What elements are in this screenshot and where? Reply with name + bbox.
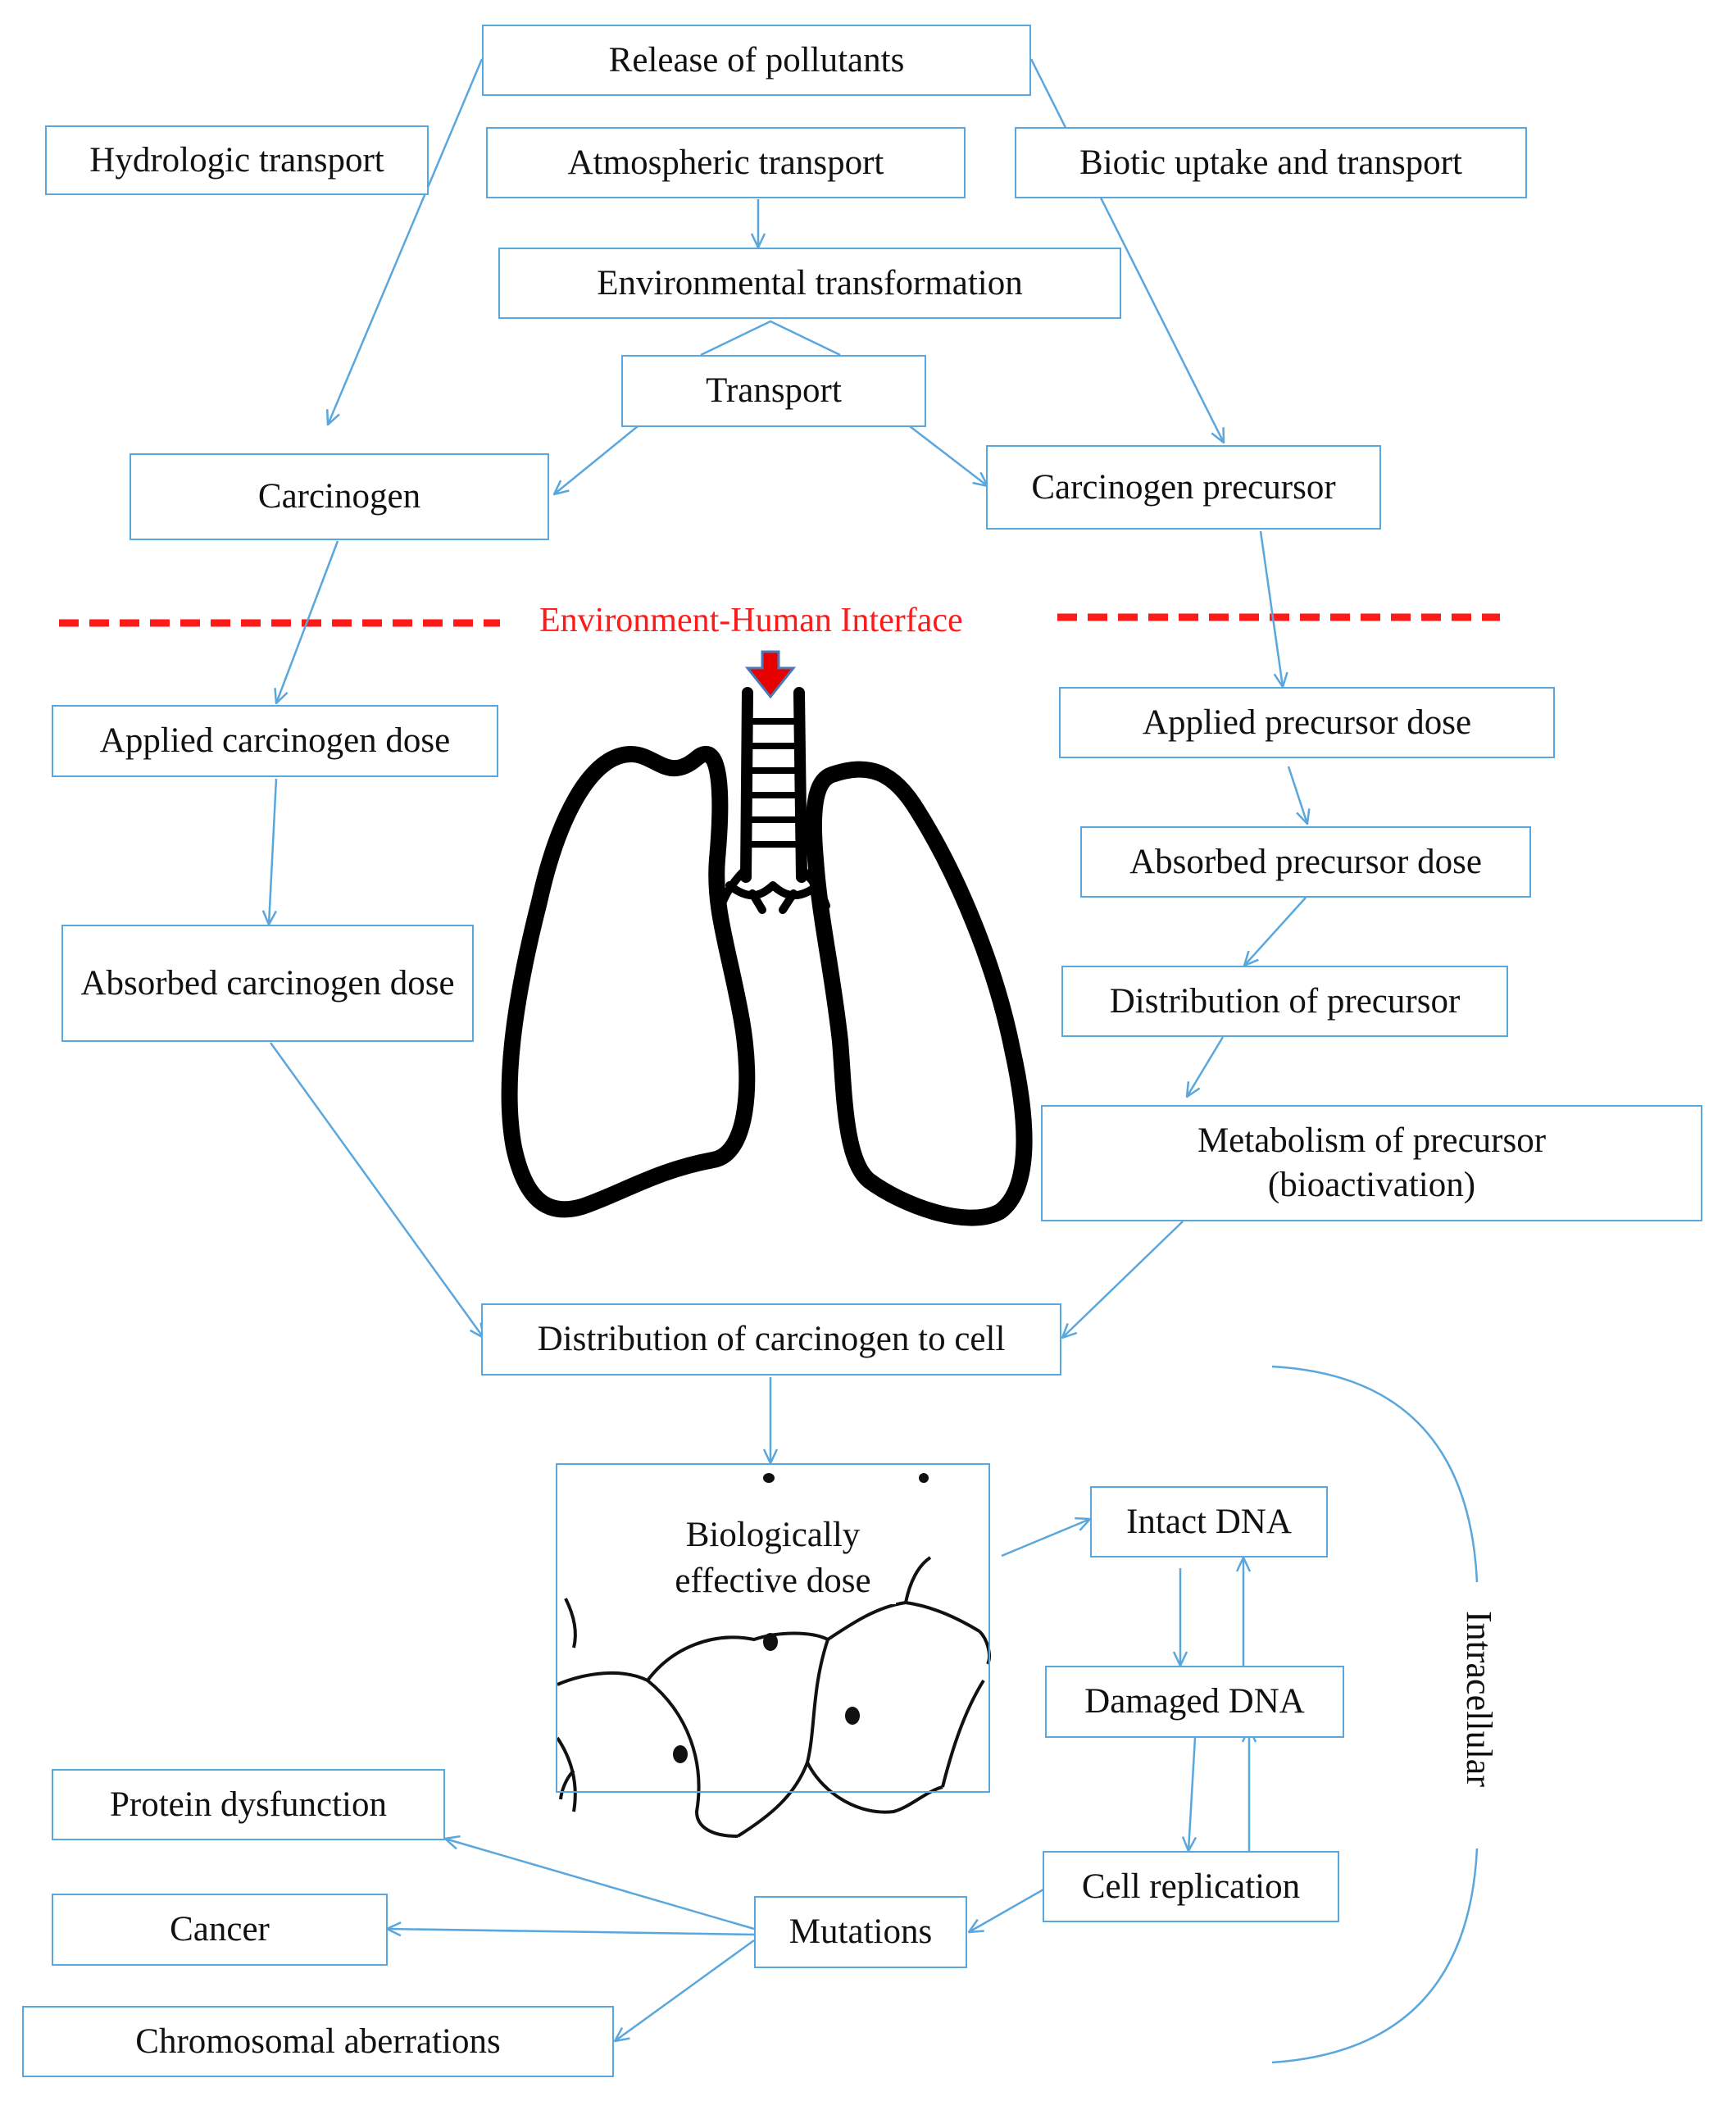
node-environmental-transformation: Environmental transformation (498, 248, 1121, 319)
node-cancer: Cancer (52, 1894, 388, 1966)
intracellular-bracket-top (1271, 1365, 1479, 1583)
down-arrow-icon (744, 650, 797, 699)
arrow-release-to-carcinogen (328, 58, 484, 425)
arrow-applied-to-absorbed-carc (269, 778, 278, 925)
arrow-absorbed-carc-to-dist-cell (269, 1042, 484, 1338)
node-absorbed-carcinogen-dose: Absorbed carcinogen dose (61, 925, 474, 1042)
arrow-mutations-to-protein (445, 1839, 755, 1930)
arrow-dist-to-metab-prec (1187, 1036, 1225, 1097)
node-applied-carcinogen-dose: Applied carcinogen dose (52, 705, 498, 777)
node-distribution-of-precursor: Distribution of precursor (1061, 966, 1508, 1037)
arrow-precursor-to-applied (1259, 530, 1283, 687)
node-protein-dysfunction: Protein dysfunction (52, 1769, 445, 1840)
node-intact-dna: Intact DNA (1090, 1486, 1328, 1557)
node-damaged-dna: Damaged DNA (1045, 1666, 1344, 1738)
arrow-carcinogen-to-applied (276, 540, 339, 703)
arrow-transport-to-precursor (909, 425, 988, 486)
bed-label: Biologically effective dose (650, 1512, 896, 1604)
node-metabolism-of-precursor: Metabolism of precursor (bioactivation) (1041, 1105, 1702, 1221)
node-release-of-pollutants: Release of pollutants (482, 25, 1031, 96)
node-carcinogen: Carcinogen (130, 453, 549, 540)
node-mutations: Mutations (754, 1896, 967, 1968)
interface-label: Environment-Human Interface (539, 602, 963, 639)
lungs-icon (501, 687, 1033, 1226)
node-carcinogen-precursor: Carcinogen precursor (986, 445, 1381, 530)
node-cell-replication: Cell replication (1043, 1851, 1339, 1922)
arrow-release-to-precursor (1029, 58, 1224, 443)
arrow-mutations-to-chromo (615, 1939, 755, 2041)
connector-envtrans-to-transport (700, 320, 841, 357)
node-chromosomal-aberrations: Chromosomal aberrations (22, 2006, 614, 2077)
arrow-transport-to-carcinogen (554, 425, 639, 494)
cell-nuclei (673, 1473, 929, 1763)
arrow-absorbed-to-dist-prec (1244, 897, 1307, 966)
node-transport: Transport (621, 355, 926, 427)
node-biologically-effective-dose: Biologically effective dose (556, 1463, 990, 1793)
arrow-mutations-to-cancer (387, 1929, 755, 1935)
arrow-damaged-to-replication (1188, 1737, 1195, 1851)
node-hydrologic-transport: Hydrologic transport (45, 125, 429, 195)
intracellular-bracket-bottom (1271, 1848, 1479, 2064)
node-biotic-uptake: Biotic uptake and transport (1015, 127, 1527, 198)
arrow-replication-to-mutations (969, 1888, 1044, 1932)
node-distribution-to-cell: Distribution of carcinogen to cell (481, 1303, 1061, 1376)
cell-tissue-icon (556, 1556, 991, 1838)
arrow-applied-to-absorbed-prec (1287, 766, 1307, 824)
intracellular-label: Intracellular (1459, 1611, 1499, 1787)
arrow-metab-to-dist-cell (1062, 1221, 1184, 1338)
node-applied-precursor-dose: Applied precursor dose (1059, 687, 1555, 758)
arrow-bed-to-intact (1001, 1519, 1090, 1557)
node-absorbed-precursor-dose: Absorbed precursor dose (1080, 826, 1531, 898)
node-atmospheric-transport: Atmospheric transport (486, 127, 966, 198)
